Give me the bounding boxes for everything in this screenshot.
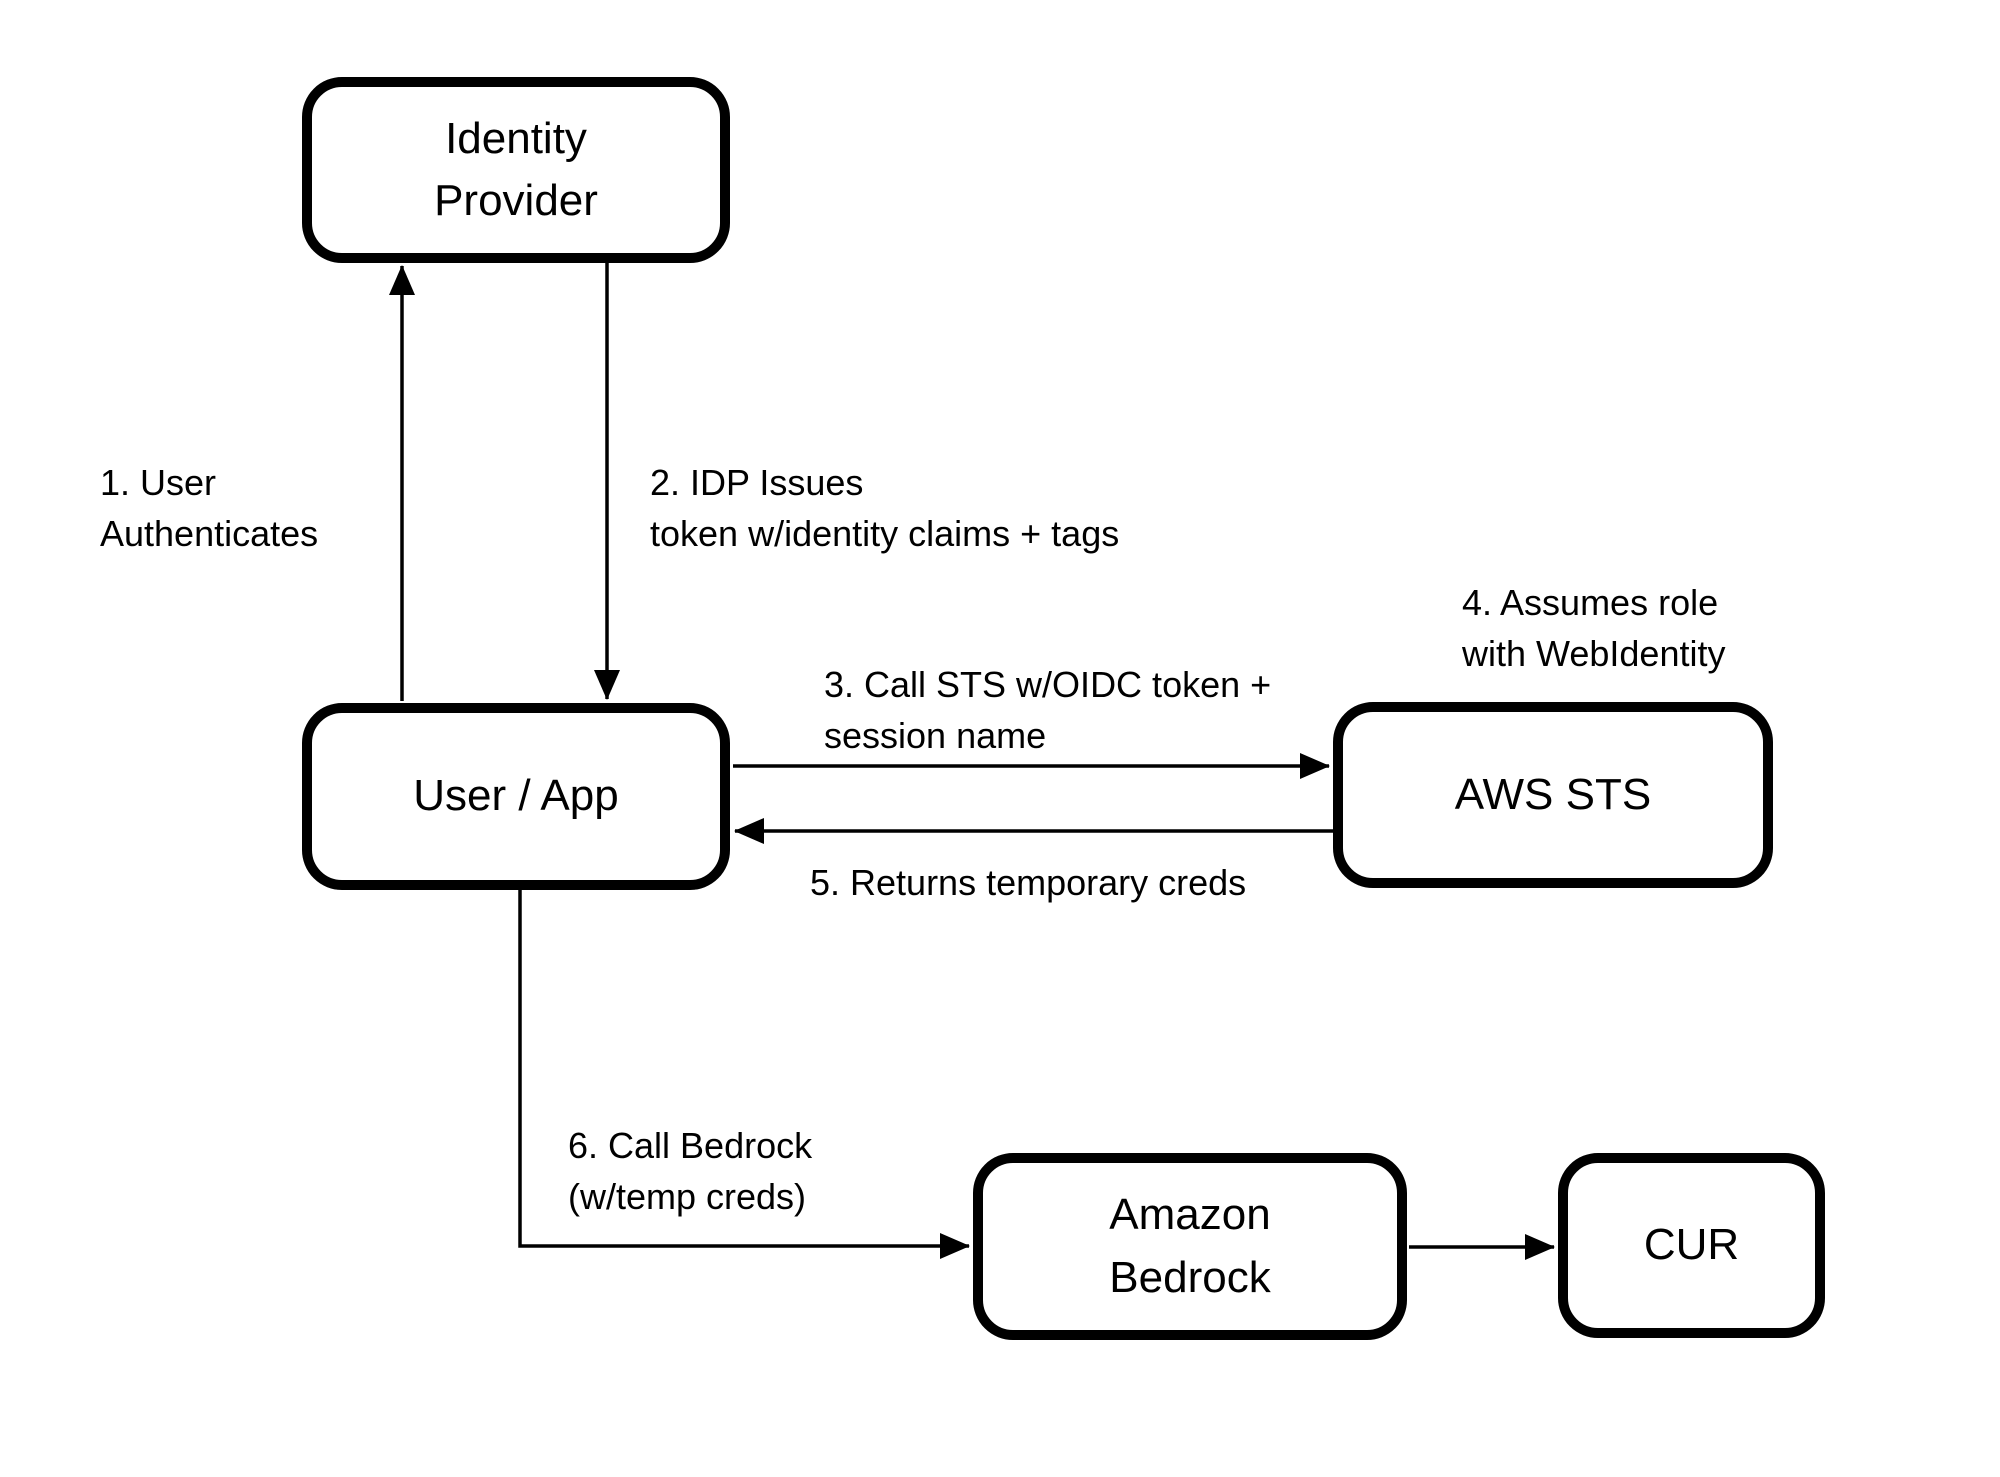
user-app-label: User / App	[413, 771, 619, 821]
node-aws-sts: AWS STS	[1333, 702, 1773, 888]
step-label-user-authenticates: 1. User Authenticates	[100, 462, 319, 555]
node-amazon-bedrock: Amazon Bedrock	[973, 1153, 1407, 1340]
step-label-returns-temp-creds: 5. Returns temporary creds	[810, 862, 1247, 903]
step-label-assumes-role: 4. Assumes role with WebIdentity	[1462, 582, 1726, 675]
node-user-app: User / App	[302, 703, 730, 890]
aws-sts-label: AWS STS	[1454, 769, 1652, 819]
step-label-call-sts: 3. Call STS w/OIDC token + session name	[824, 664, 1272, 757]
arrow-call-bedrock	[518, 890, 970, 1259]
step-label-call-bedrock: 6. Call Bedrock (w/temp creds)	[568, 1125, 813, 1218]
node-identity-provider: Identity Provider	[302, 77, 730, 263]
identity-provider-label: Identity Provider	[434, 113, 598, 225]
step-label-idp-issues-token: 2. IDP Issues token w/identity claims + …	[650, 462, 1120, 555]
cur-label: CUR	[1643, 1220, 1740, 1270]
node-cur: CUR	[1558, 1153, 1825, 1338]
amazon-bedrock-label: Amazon Bedrock	[1109, 1190, 1271, 1302]
